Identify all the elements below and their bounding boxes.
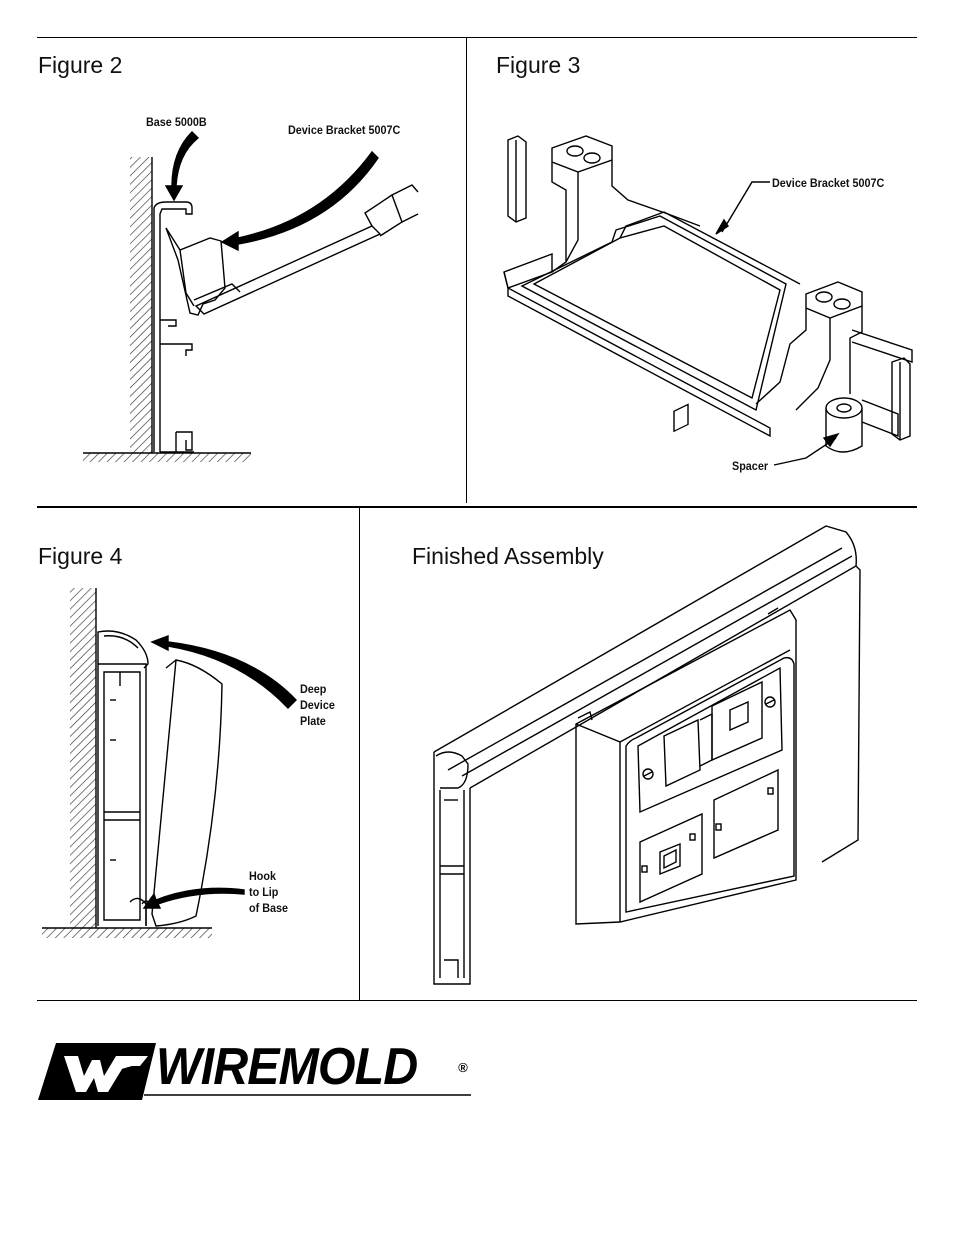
receptacle-left	[663, 718, 701, 788]
wall-hatch	[130, 157, 152, 453]
fig4-wall-hatch	[70, 588, 96, 928]
figure-4-title: Figure 4	[38, 543, 123, 569]
lower-divider	[359, 508, 360, 1000]
fig4-floor-hatch	[42, 928, 212, 938]
wiremold-logo	[38, 1043, 471, 1100]
upper-divider	[466, 37, 467, 503]
finished-assembly-drawing	[433, 403, 861, 985]
hook-label-line-3: of Base	[249, 901, 289, 915]
receptacle-right	[711, 680, 763, 762]
fig2-bracket-label: Device Bracket 5007C	[288, 123, 401, 137]
base-profile	[153, 201, 193, 452]
bracket-arrow	[220, 150, 379, 252]
base-5000b-label: Base 5000B	[146, 115, 207, 129]
hook-to-lip-label: Hook to Lip of Base	[249, 868, 288, 916]
plate-label-line-3: Plate	[300, 714, 326, 728]
rj45-jack	[659, 842, 681, 876]
fig3-bracket-label: Device Bracket 5007C	[772, 176, 885, 190]
finished-assembly-title: Finished Assembly	[412, 543, 604, 569]
hook-label-line-2: to Lip	[249, 885, 279, 899]
middle-rule	[37, 506, 917, 508]
deep-device-plate	[151, 659, 223, 927]
figure-3-drawing	[503, 135, 913, 466]
hook-label-line-1: Hook	[249, 869, 276, 883]
blank-plate	[713, 768, 779, 860]
wiremold-wordmark: WIREMOLD	[156, 1038, 418, 1096]
plate-label-line-2: Device	[300, 698, 335, 712]
raceway-top	[433, 525, 857, 789]
spacer	[825, 408, 863, 453]
bottom-rule	[37, 1000, 917, 1001]
receptacle-plate	[637, 666, 783, 814]
plate-arrow	[150, 634, 297, 709]
hook-arrow	[142, 887, 245, 909]
spacer-label: Spacer	[732, 459, 769, 473]
plate-label-line-1: Deep	[300, 682, 327, 696]
figure-3-title: Figure 3	[496, 52, 581, 78]
figure-4-drawing	[42, 588, 297, 938]
faceplate	[625, 656, 795, 913]
floor-hatch	[83, 453, 251, 462]
deep-device-plate-label: Deep Device Plate	[300, 681, 335, 729]
screwdriver-shaft	[194, 225, 382, 315]
registered-mark: ®	[458, 1060, 468, 1075]
base-arrow	[164, 131, 200, 202]
data-jack-plate	[639, 812, 703, 904]
figure-2-title: Figure 2	[38, 52, 123, 78]
top-rule	[37, 37, 917, 38]
figure-2-drawing	[83, 131, 419, 462]
